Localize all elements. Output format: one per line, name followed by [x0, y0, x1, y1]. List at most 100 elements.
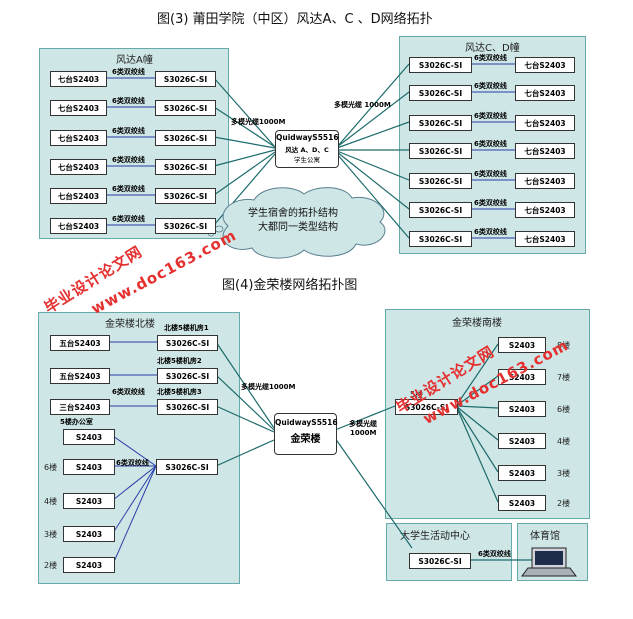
cable-label-cd4: 6类双绞线 [474, 140, 507, 148]
laptop-icon [521, 547, 577, 577]
cable-label-cd6: 6类双绞线 [474, 199, 507, 207]
aggregation-switch-cd2: S3026C-SI [409, 85, 472, 101]
fig4-left-link-label: 多模光缆1000M [241, 383, 296, 391]
aggregation-switch-cd1: S3026C-SI [409, 57, 472, 73]
cable-label-cd3: 6类双绞线 [474, 112, 507, 120]
activity-switch: S3026C-SI [409, 553, 471, 569]
north-access-2: 五台S2403 [50, 368, 110, 384]
access-switch-cd3: 七台S2403 [515, 115, 575, 131]
fig4-title: 图(4)金荣楼网络拓扑图 [222, 278, 358, 293]
aggregation-switch-cd4: S3026C-SI [409, 143, 472, 159]
aggregation-switch-a4: S3026C-SI [155, 159, 216, 175]
fig4-core-name: 金荣楼 [290, 434, 321, 445]
office-label: 5楼办公室 [60, 418, 93, 426]
north-floor-access-6: S2403 [63, 459, 115, 475]
south-floor-label-6: 6楼 [557, 405, 571, 414]
north-floor-access-office: S2403 [63, 429, 115, 445]
fig4-right-link-label1: 多模光缆 [349, 420, 377, 428]
fig4-right-link-label2: 1000M [350, 429, 377, 437]
fig3-core-sub2: 学生公寓 [294, 156, 320, 164]
south-access-3: S2403 [498, 465, 546, 481]
north-switch-2: S3026C-SI [157, 368, 218, 384]
south-floor-label-8: 8楼 [557, 341, 571, 350]
fig3-left-link-label: 多模光缆1000M [231, 118, 286, 126]
north-floor-access-3: S2403 [63, 526, 115, 542]
aggregation-switch-cd7: S3026C-SI [409, 231, 472, 247]
cloud-text-line1: 学生宿舍的拓扑结构 [248, 208, 338, 219]
south-floor-label-2: 2楼 [557, 499, 571, 508]
cloud-text-line2: 大都同一类型结构 [258, 222, 338, 233]
cable-label-a6: 6类双绞线 [112, 215, 145, 223]
access-switch-a3: 七台S2403 [50, 130, 107, 146]
cloud-shape [222, 187, 386, 259]
north-floor-cable-label: 6类双绞线 [116, 459, 149, 467]
aggregation-switch-a5: S3026C-SI [155, 188, 216, 204]
aggregation-switch-a3: S3026C-SI [155, 130, 216, 146]
north-access-3: 三台S2403 [50, 399, 110, 415]
north-access-1: 五台S2403 [50, 335, 110, 351]
south-floor-label-4: 4楼 [557, 437, 571, 446]
activity-center-panel [386, 523, 512, 581]
access-switch-cd1: 七台S2403 [515, 57, 575, 73]
north-switch-3: S3026C-SI [157, 399, 218, 415]
fengda-cd-label: 风达C、D幢 [465, 43, 520, 54]
cable-label-cd1: 6类双绞线 [474, 54, 507, 62]
access-switch-a4: 七台S2403 [50, 159, 107, 175]
south-switch-floor-label: 5楼 [410, 390, 424, 399]
north-floor-label-2: 2楼 [44, 561, 58, 570]
fig3-title: 图(3) 莆田学院（中区）风达A、C 、D网络拓扑 [157, 12, 433, 27]
aggregation-switch-cd3: S3026C-SI [409, 115, 472, 131]
north-building-label: 金荣楼北楼 [105, 319, 155, 330]
access-switch-cd5: 七台S2403 [515, 173, 575, 189]
south-floor-label-7: 7楼 [557, 373, 571, 382]
fengda-a-label: 风达A幢 [116, 55, 153, 66]
fig3-core-switch: QuidwayS5516 风达 A、D、C 学生公寓 [275, 130, 339, 168]
access-switch-cd4: 七台S2403 [515, 143, 575, 159]
cable-label-cd5: 6类双绞线 [474, 170, 507, 178]
fig3-core-sub1: 风达 A、D、C [285, 146, 329, 154]
north-floor-label-3: 3楼 [44, 530, 58, 539]
north-floor-label-6: 6楼 [44, 463, 58, 472]
access-switch-cd6: 七台S2403 [515, 202, 575, 218]
access-switch-a1: 七台S2403 [50, 71, 107, 87]
cable-label-a3: 6类双绞线 [112, 127, 145, 135]
fig4-core-model: QuidwayS5516 [275, 418, 338, 427]
cable-label-a1: 6类双绞线 [112, 68, 145, 76]
cable-label-a5: 6类双绞线 [112, 185, 145, 193]
south-core-switch: S3026C-SI [395, 399, 458, 415]
fig3-right-link-label: 多模光缆 1000M [334, 101, 391, 109]
south-access-2: S2403 [498, 495, 546, 511]
fig3-core-model: QuidwayS5516 [276, 133, 339, 142]
south-access-4: S2403 [498, 433, 546, 449]
aggregation-switch-a2: S3026C-SI [155, 100, 216, 116]
north-floor-switch: S3026C-SI [156, 459, 218, 475]
north-room-label-1: 北楼5楼机房1 [164, 324, 209, 332]
north-room-label-3: 北楼5楼机房3 [157, 388, 202, 396]
cable-label-cd7: 6类双绞线 [474, 228, 507, 236]
north-cable-label: 6类双绞线 [112, 388, 145, 396]
access-switch-cd7: 七台S2403 [515, 231, 575, 247]
access-switch-a2: 七台S2403 [50, 100, 107, 116]
gym-label: 体育馆 [530, 531, 560, 542]
access-switch-cd2: 七台S2403 [515, 85, 575, 101]
aggregation-switch-a1: S3026C-SI [155, 71, 216, 87]
south-building-label: 金荣楼南楼 [452, 318, 502, 329]
cable-label-cd2: 6类双绞线 [474, 82, 507, 90]
north-floor-label-4: 4楼 [44, 497, 58, 506]
south-floor-label-3: 3楼 [557, 469, 571, 478]
aggregation-switch-cd5: S3026C-SI [409, 173, 472, 189]
north-floor-access-4: S2403 [63, 493, 115, 509]
north-floor-access-2: S2403 [63, 557, 115, 573]
cable-label-a4: 6类双绞线 [112, 156, 145, 164]
cable-label-a2: 6类双绞线 [112, 97, 145, 105]
fig4-core-switch: QuidwayS5516 金荣楼 [274, 413, 338, 455]
south-access-6: S2403 [498, 401, 546, 417]
south-access-8: S2403 [498, 337, 546, 353]
aggregation-switch-a6: S3026C-SI [155, 218, 216, 234]
access-switch-a6: 七台S2403 [50, 218, 107, 234]
north-switch-1: S3026C-SI [157, 335, 218, 351]
north-room-label-2: 北楼5楼机房2 [157, 357, 202, 365]
aggregation-switch-cd6: S3026C-SI [409, 202, 472, 218]
activity-center-label: 大学生活动中心 [400, 531, 470, 542]
